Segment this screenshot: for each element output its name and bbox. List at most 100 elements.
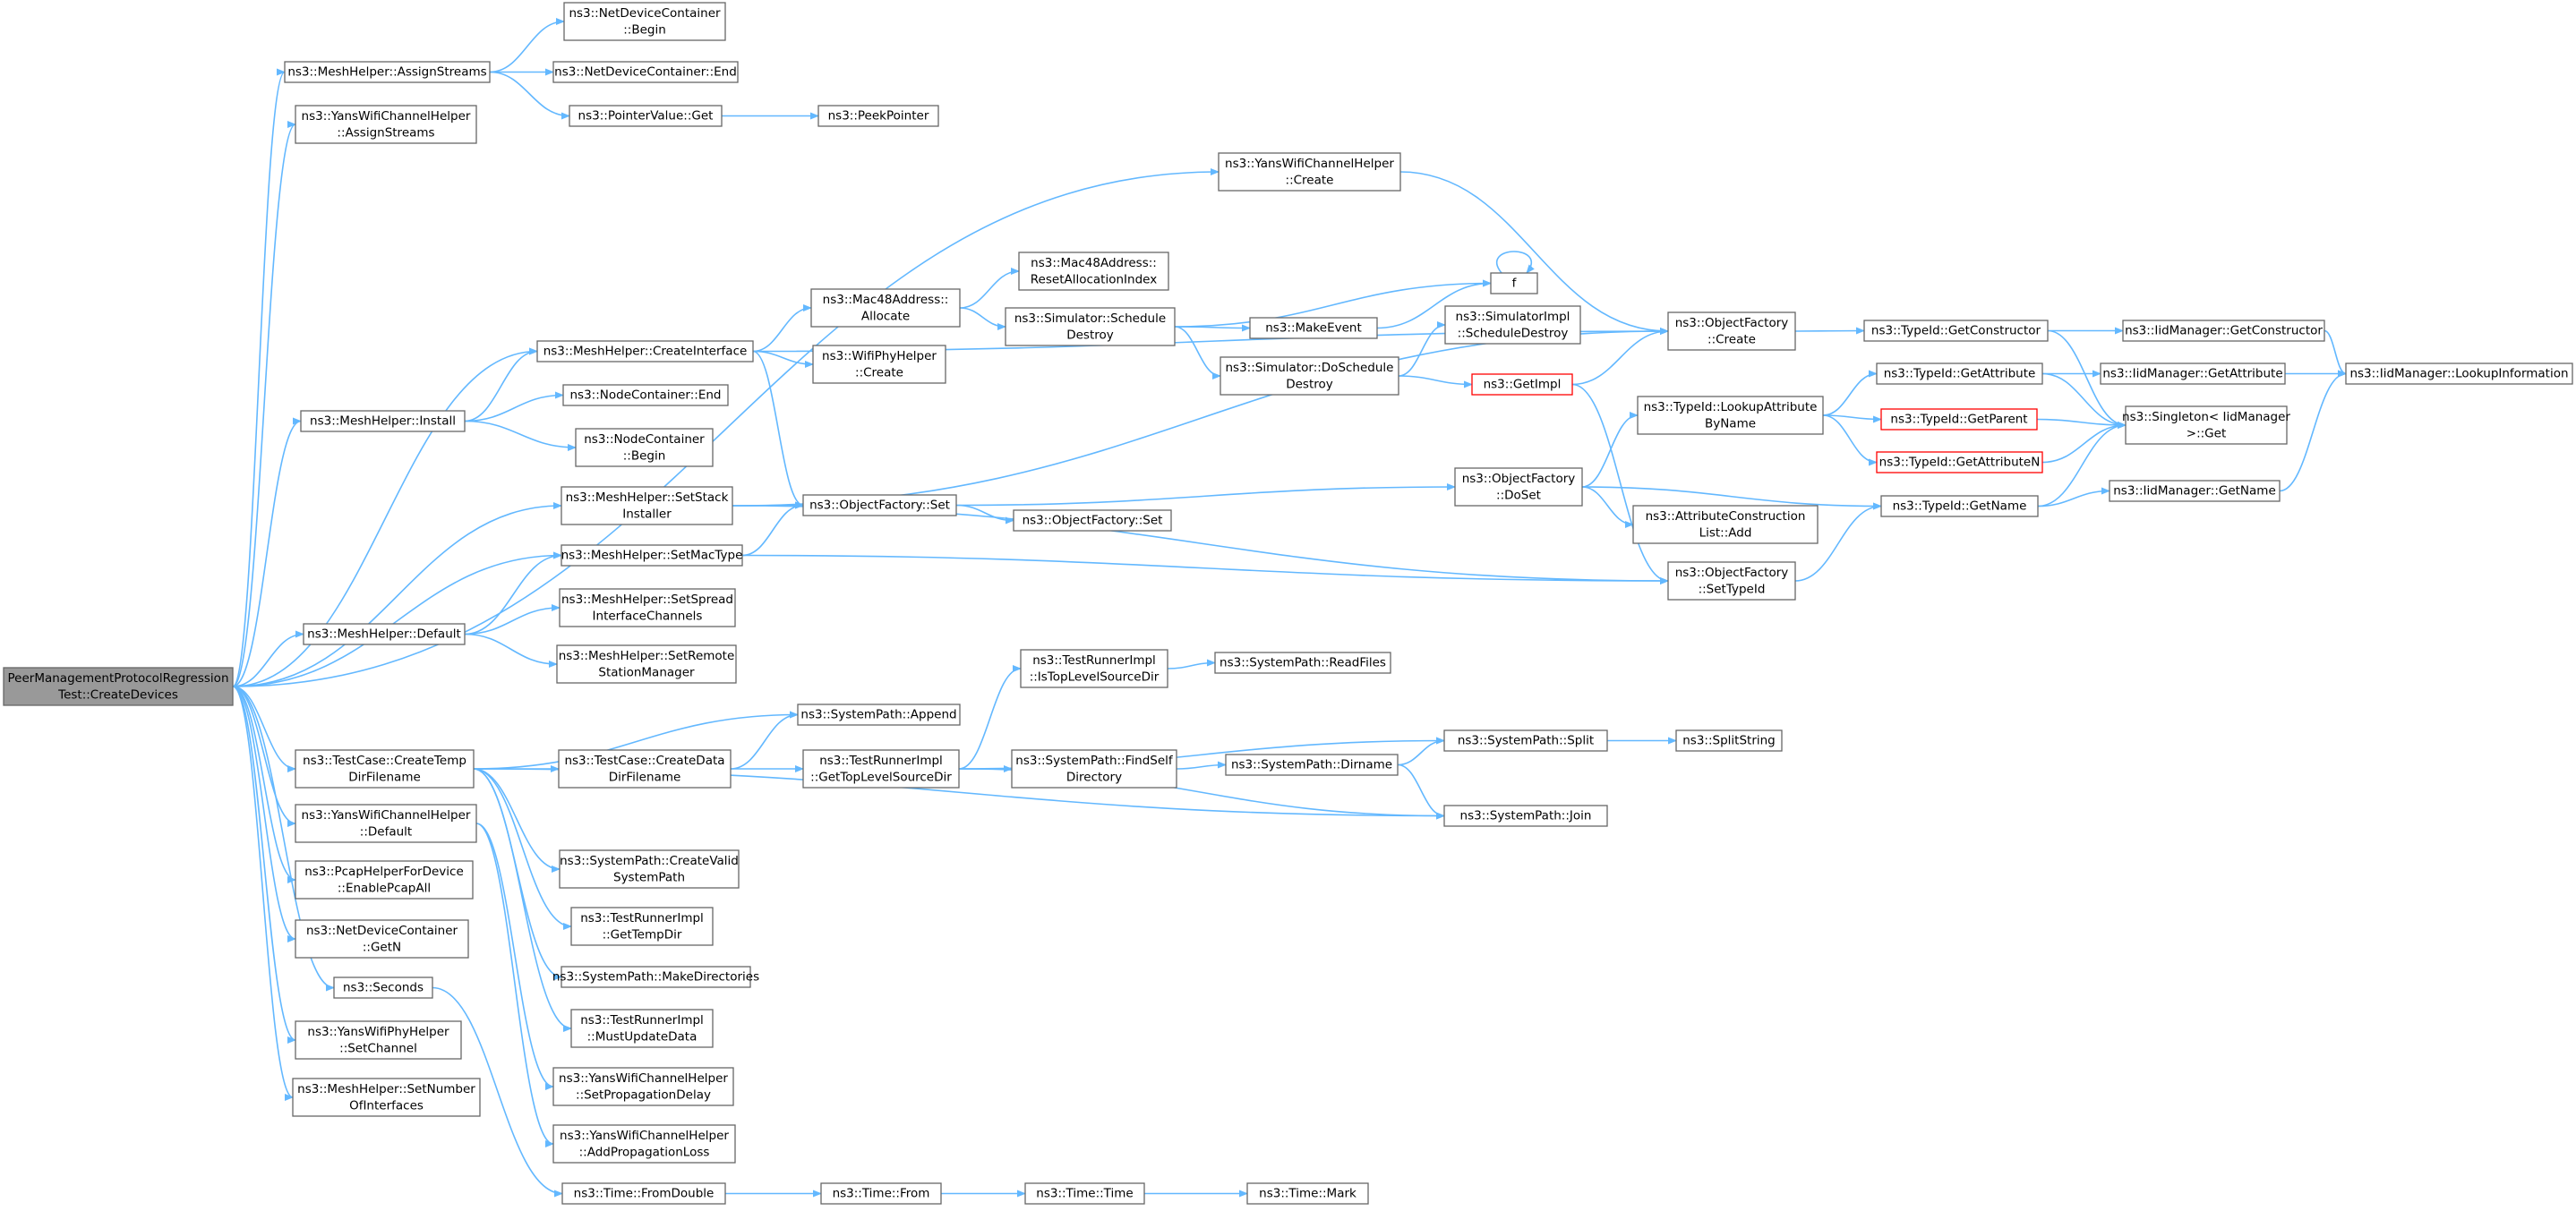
node-read-files[interactable]: ns3::SystemPath::ReadFiles: [1214, 652, 1391, 674]
node-label: ns3::SystemPath::CreateValid: [560, 854, 739, 868]
node-seconds[interactable]: ns3::Seconds: [333, 976, 433, 999]
node-install[interactable]: ns3::MeshHelper::Install: [300, 410, 466, 432]
node-yans-create[interactable]: ns3::YansWifiChannelHelper::Create: [1218, 152, 1401, 192]
edge-lookup-attr-to-get-attr: [1822, 370, 1878, 416]
edge-layer: [232, 18, 2347, 1198]
node-set-spread[interactable]: ns3::MeshHelper::SetSpreadInterfaceChann…: [559, 588, 736, 627]
node-time-time[interactable]: ns3::Time::Time: [1024, 1182, 1145, 1205]
node-nc-begin[interactable]: ns3::NodeContainer::Begin: [575, 428, 714, 467]
node-wifi-phy-create[interactable]: ns3::WifiPhyHelper::Create: [812, 345, 946, 384]
node-lookup-info[interactable]: ns3::IidManager::LookupInformation: [2345, 362, 2573, 385]
node-ptr-get[interactable]: ns3::PointerValue::Get: [569, 105, 723, 127]
node-dirname[interactable]: ns3::SystemPath::Dirname: [1225, 754, 1399, 776]
node-of-do-set[interactable]: ns3::ObjectFactory::DoSet: [1454, 467, 1583, 507]
node-get-name[interactable]: ns3::TypeId::GetName: [1880, 495, 2039, 517]
node-set-prop-delay[interactable]: ns3::YansWifiChannelHelper::SetPropagati…: [552, 1067, 734, 1106]
node-label: DirFilename: [348, 770, 421, 784]
node-set-channel[interactable]: ns3::YansWifiPhyHelper::SetChannel: [295, 1020, 462, 1060]
node-peek[interactable]: ns3::PeekPointer: [817, 105, 939, 127]
edge-temp-dir-to-get-temp-dir: [473, 768, 572, 930]
edge-root-to-get-n: [232, 686, 296, 942]
node-make-dirs[interactable]: ns3::SystemPath::MakeDirectories: [552, 966, 759, 988]
node-label: ns3::ObjectFactory: [1462, 472, 1576, 486]
node-must-update[interactable]: ns3::TestRunnerImpl::MustUpdateData: [570, 1009, 714, 1048]
node-box: [820, 1182, 942, 1205]
node-label: ns3::Time::Mark: [1259, 1187, 1356, 1201]
edge-yans-default-to-add-prop-loss: [475, 823, 554, 1147]
node-label: ::GetTopLevelSourceDir: [810, 770, 952, 784]
node-label: Allocate: [861, 309, 910, 323]
node-create-if[interactable]: ns3::MeshHelper::CreateInterface: [536, 340, 754, 362]
node-label: ::SetTypeId: [1699, 582, 1766, 596]
node-assign-streams[interactable]: ns3::MeshHelper::AssignStreams: [284, 61, 491, 83]
edge-root-to-yans-create: [232, 168, 1220, 687]
node-mac-reset[interactable]: ns3::Mac48Address::ResetAllocationIndex: [1018, 252, 1169, 291]
node-iid-get-attr[interactable]: ns3::IidManager::GetAttribute: [2100, 362, 2286, 385]
node-time-mark[interactable]: ns3::Time::Mark: [1246, 1182, 1369, 1205]
node-sim-sched[interactable]: ns3::Simulator::ScheduleDestroy: [1005, 307, 1176, 346]
node-get-impl[interactable]: ns3::GetImpl: [1471, 373, 1573, 396]
node-split[interactable]: ns3::SystemPath::Split: [1443, 729, 1608, 752]
node-set-mac[interactable]: ns3::MeshHelper::SetMacType: [561, 544, 743, 567]
node-label: ns3::MeshHelper::SetNumber: [297, 1082, 475, 1096]
node-label: ns3::TypeId::GetAttributeN: [1879, 456, 2041, 470]
node-label: ResetAllocationIndex: [1031, 272, 1157, 286]
node-nc-end[interactable]: ns3::NodeContainer::End: [562, 384, 729, 406]
node-root[interactable]: PeerManagementProtocolRegressionTest::Cr…: [3, 667, 234, 706]
node-split-string[interactable]: ns3::SplitString: [1675, 729, 1783, 752]
edge-of-set-to-of-set2: [955, 504, 1014, 524]
node-sim-impl-sched[interactable]: ns3::SimulatorImpl::ScheduleDestroy: [1444, 305, 1581, 345]
node-pcap[interactable]: ns3::PcapHelperForDevice::EnablePcapAll: [295, 860, 474, 900]
node-of-set[interactable]: ns3::ObjectFactory::Set: [802, 494, 957, 516]
node-from-double[interactable]: ns3::Time::FromDouble: [561, 1182, 726, 1205]
node-of-create[interactable]: ns3::ObjectFactory::Create: [1667, 311, 1796, 351]
node-default[interactable]: ns3::MeshHelper::Default: [303, 623, 466, 645]
node-box: [561, 544, 743, 567]
node-get-n[interactable]: ns3::NetDeviceContainer::GetN: [295, 919, 469, 959]
node-box: [575, 428, 714, 467]
node-is-top[interactable]: ns3::TestRunnerImpl::IsTopLevelSourceDir: [1020, 649, 1168, 688]
node-ndc-begin[interactable]: ns3::NetDeviceContainer::Begin: [563, 2, 726, 41]
node-ndc-end[interactable]: ns3::NetDeviceContainer::End: [552, 61, 739, 83]
node-make-event[interactable]: ns3::MakeEvent: [1249, 317, 1378, 339]
node-of-set2[interactable]: ns3::ObjectFactory::Set: [1013, 509, 1172, 532]
edge-of-set-to-of-do-set: [955, 483, 1456, 507]
node-box: [2122, 320, 2325, 342]
node-label: ns3::ObjectFactory: [1675, 316, 1789, 330]
node-label: ns3::TypeId::GetConstructor: [1871, 324, 2041, 338]
node-label: ns3::Simulator::DoSchedule: [1226, 361, 1394, 375]
node-yans-assign[interactable]: ns3::YansWifiChannelHelper::AssignStream…: [295, 105, 477, 144]
node-join[interactable]: ns3::SystemPath::Join: [1443, 805, 1608, 827]
node-add-prop-loss[interactable]: ns3::YansWifiChannelHelper::AddPropagati…: [552, 1124, 736, 1164]
node-label: ::Create: [1707, 332, 1756, 346]
node-get-parent[interactable]: ns3::TypeId::GetParent: [1880, 408, 2038, 431]
node-get-attr[interactable]: ns3::TypeId::GetAttribute: [1876, 362, 2043, 385]
node-label: ns3::TypeId::LookupAttribute: [1644, 400, 1818, 414]
node-get-temp-dir[interactable]: ns3::TestRunnerImpl::GetTempDir: [570, 907, 714, 946]
node-time-from[interactable]: ns3::Time::From: [820, 1182, 942, 1205]
node-f[interactable]: f: [1490, 272, 1538, 294]
node-of-set-tid[interactable]: ns3::ObjectFactory::SetTypeId: [1667, 561, 1796, 601]
node-get-attr-n[interactable]: ns3::TypeId::GetAttributeN: [1876, 451, 2043, 473]
node-yans-default[interactable]: ns3::YansWifiChannelHelper::Default: [295, 804, 477, 843]
node-get-ctor[interactable]: ns3::TypeId::GetConstructor: [1863, 320, 2049, 342]
node-iid-get-ctor[interactable]: ns3::IidManager::GetConstructor: [2122, 320, 2325, 342]
node-iid-get-name[interactable]: ns3::IidManager::GetName: [2109, 480, 2281, 502]
node-label: ns3::Mac48Address::: [823, 293, 949, 307]
node-append[interactable]: ns3::SystemPath::Append: [797, 704, 961, 726]
node-label: ns3::YansWifiChannelHelper: [302, 808, 471, 823]
node-box: [1214, 652, 1391, 674]
node-singleton[interactable]: ns3::Singleton< IidManager>::Get: [2122, 405, 2290, 445]
node-get-top[interactable]: ns3::TestRunnerImpl::GetTopLevelSourceDi…: [802, 749, 960, 789]
node-mac-alloc[interactable]: ns3::Mac48Address::Allocate: [810, 288, 961, 328]
